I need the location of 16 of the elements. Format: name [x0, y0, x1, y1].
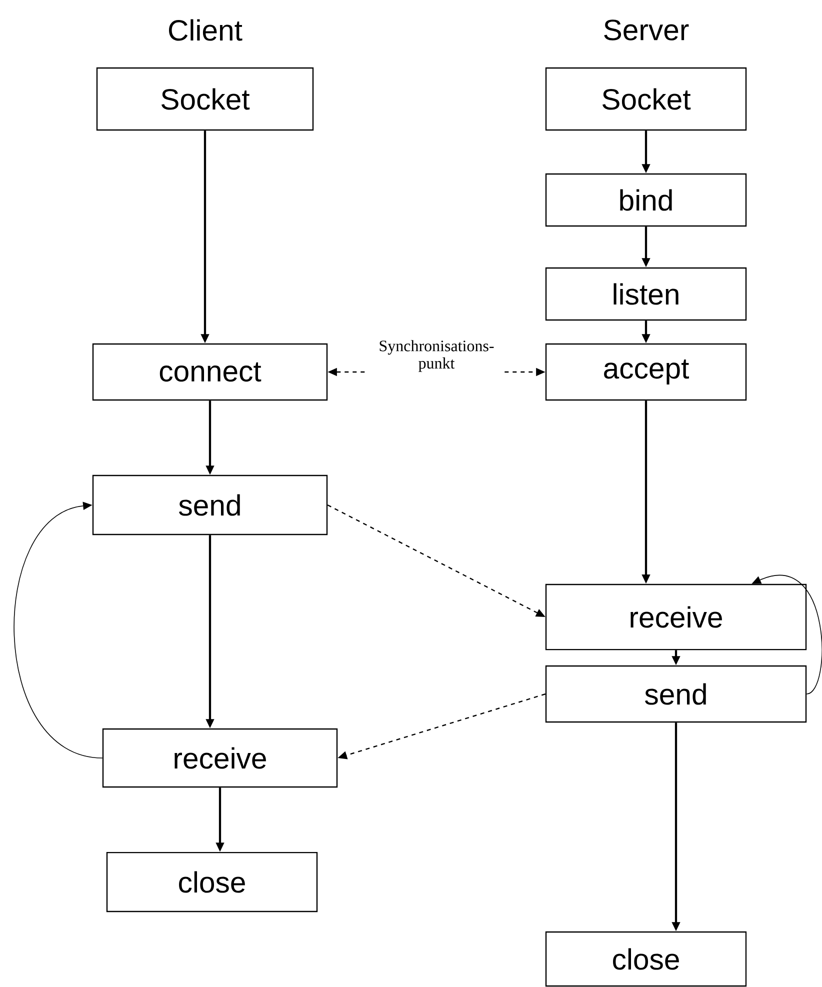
loop-arrow [14, 502, 103, 758]
process-box: connect [92, 343, 328, 401]
process-box: close [106, 852, 318, 912]
process-box: Socket [96, 67, 314, 131]
process-box: send [92, 474, 328, 536]
process-box: Socket [545, 67, 747, 131]
process-box: receive [102, 728, 338, 788]
column-heading: Server [604, 20, 689, 40]
column-heading: Client [169, 19, 242, 41]
process-box: close [545, 931, 747, 987]
process-box: bind [545, 173, 747, 227]
edge-label: Synchronisations- punkt [380, 340, 494, 372]
process-box: receive [545, 584, 807, 650]
process-box: accept [545, 343, 747, 401]
process-box: send [545, 665, 807, 723]
process-box: listen [545, 267, 747, 321]
